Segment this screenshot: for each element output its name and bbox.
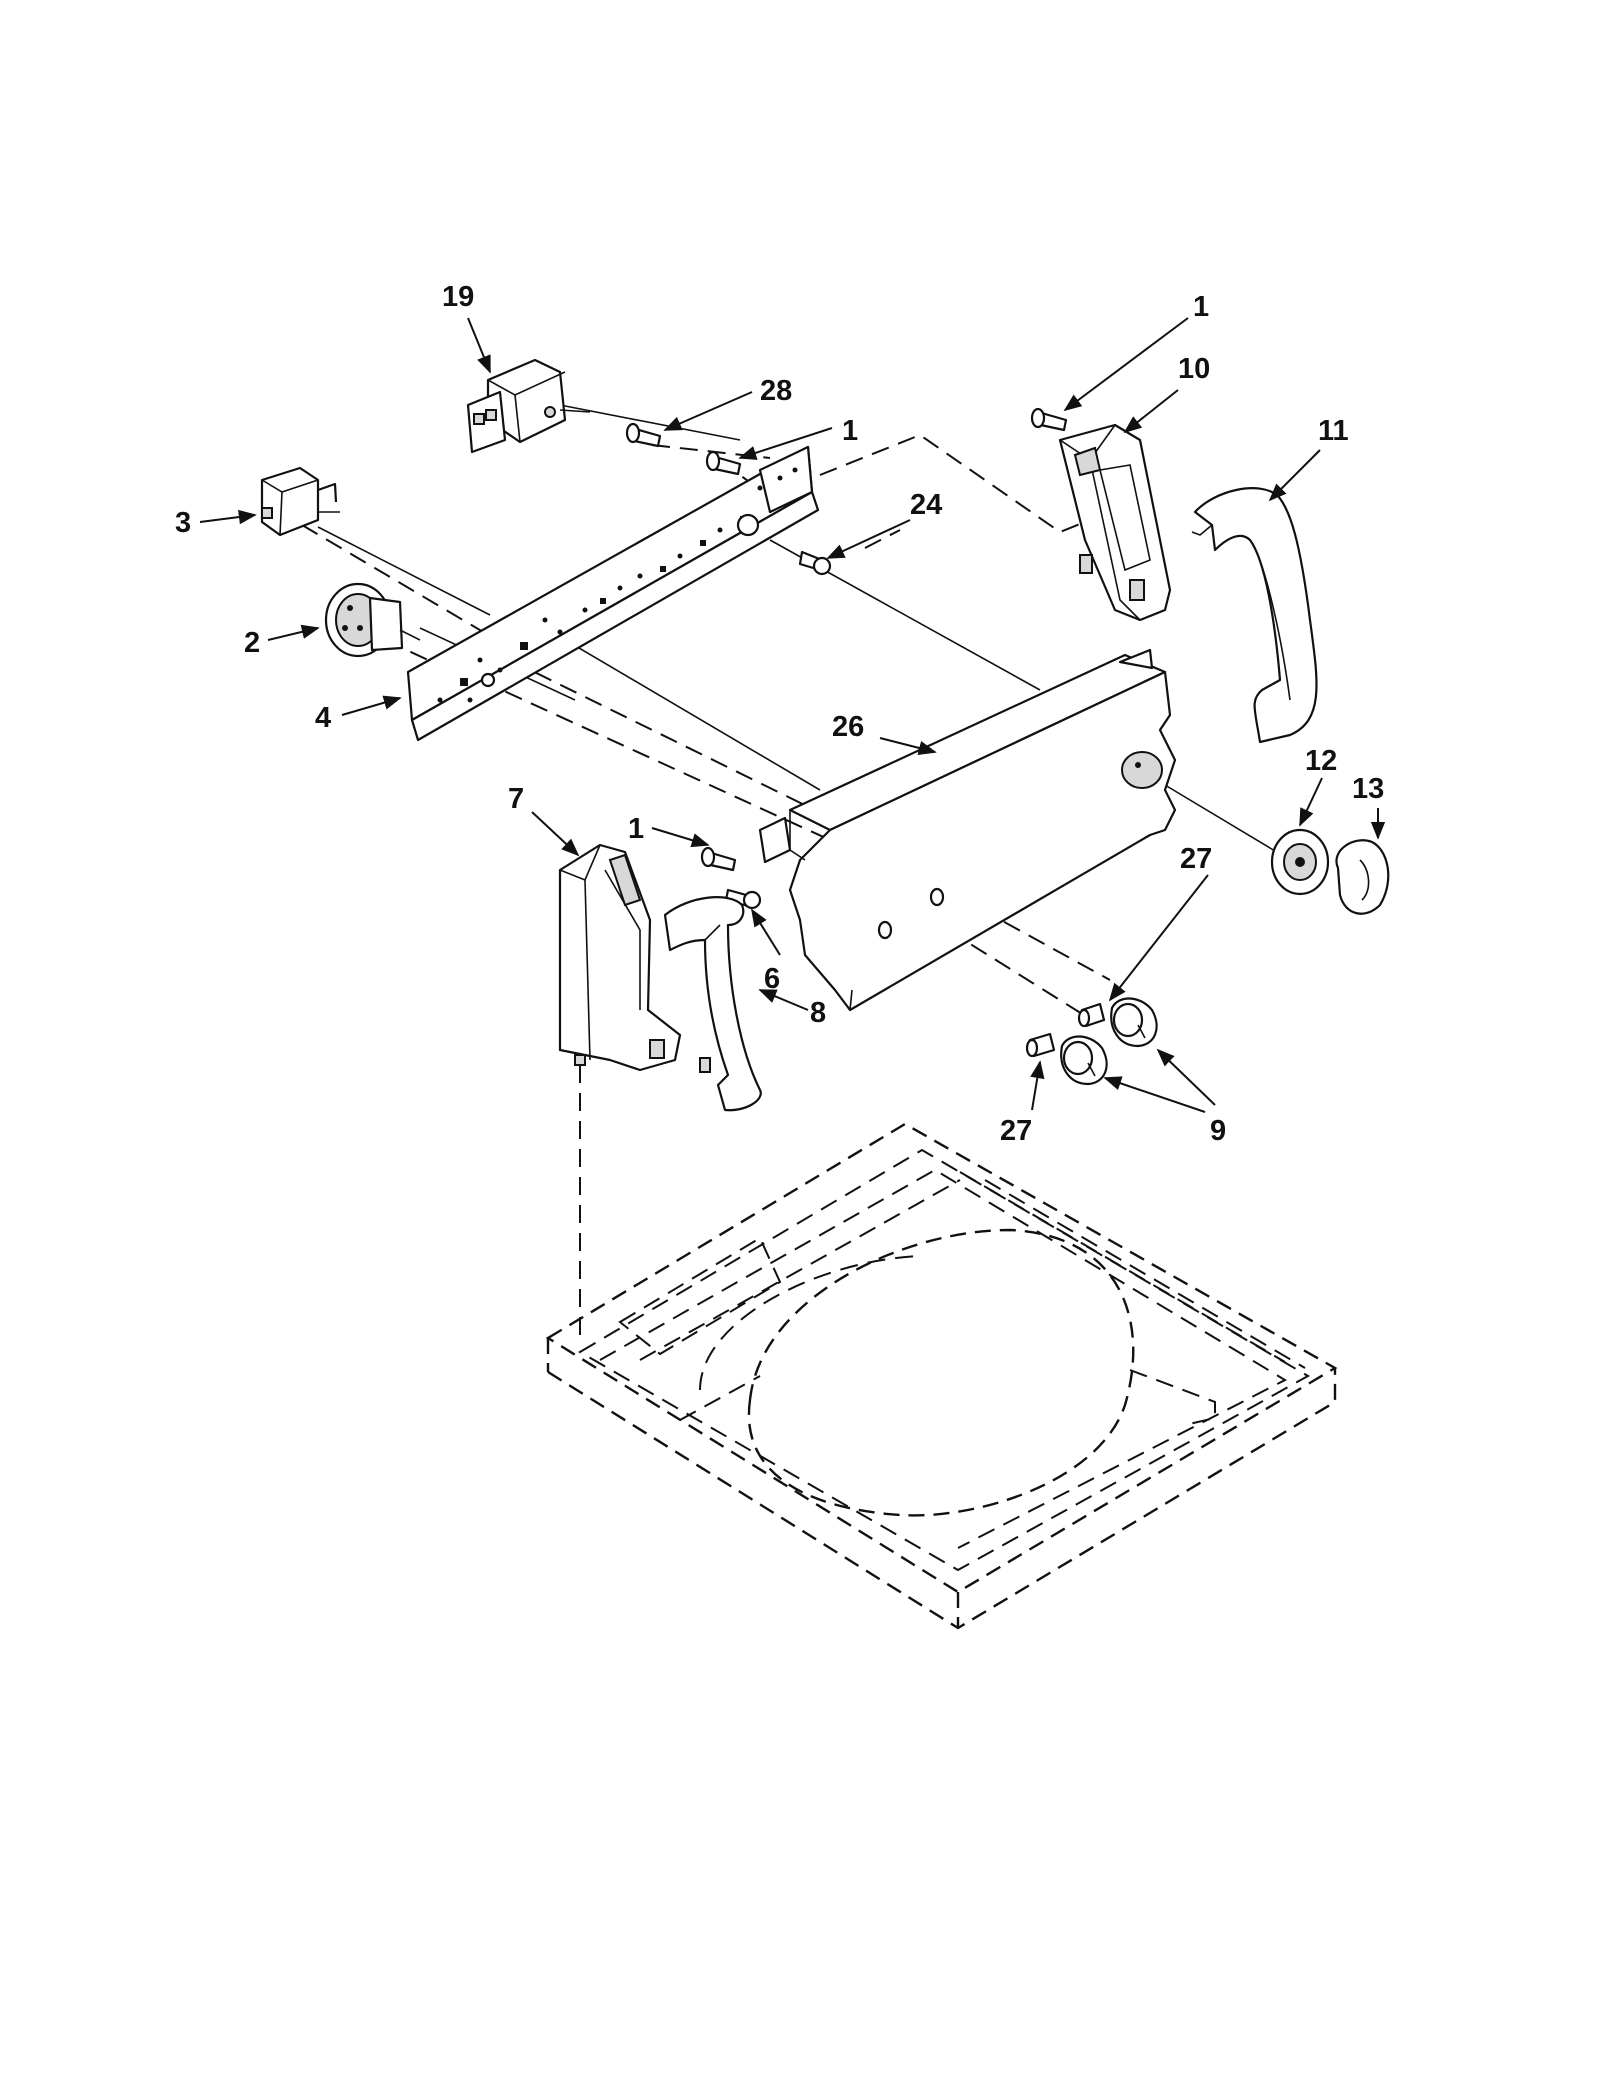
callout-labels: 19 28 1 1 10 11 3 24 2 4 26 12 13 7 1 27…	[175, 281, 1384, 1147]
callout-13: 13	[1352, 773, 1384, 805]
part-12-ring	[1270, 828, 1330, 896]
part-8-end-cap	[663, 896, 762, 1112]
callout-8: 8	[810, 997, 826, 1029]
part-19-switch	[466, 358, 591, 454]
part-10-end-bracket	[1058, 423, 1172, 622]
callout-1-right: 1	[1193, 291, 1209, 323]
callout-12: 12	[1305, 745, 1337, 777]
callout-6: 6	[764, 963, 780, 995]
callout-9: 9	[1210, 1115, 1226, 1147]
part-2-selector	[324, 582, 421, 658]
part-4-control-board	[406, 445, 820, 742]
screw-1-lower	[700, 846, 737, 872]
callout-28: 28	[760, 375, 792, 407]
top-cabinet-outline	[545, 1122, 1338, 1630]
callout-19: 19	[442, 281, 474, 313]
part-11-end-cap	[1191, 487, 1318, 744]
screw-1-top	[705, 450, 742, 476]
part-9-knob-upper	[1110, 997, 1158, 1048]
part-3-switch	[260, 466, 340, 537]
callout-1-top: 1	[842, 415, 858, 447]
screw-1-right	[1030, 407, 1068, 432]
part-27-lower	[1025, 1032, 1056, 1058]
screw-6	[724, 888, 762, 910]
part-13-knob	[1335, 839, 1390, 915]
part-27-upper	[1077, 1002, 1106, 1028]
callout-10: 10	[1178, 353, 1210, 385]
callout-7: 7	[508, 783, 524, 815]
callout-24: 24	[910, 489, 942, 521]
part-26-console	[758, 648, 1177, 1012]
callout-3: 3	[175, 507, 191, 539]
callout-2: 2	[244, 627, 260, 659]
callout-4: 4	[315, 702, 331, 734]
callout-27-lower: 27	[1000, 1115, 1032, 1147]
part-9-knob-lower	[1060, 1035, 1108, 1086]
callout-1-lower: 1	[628, 813, 644, 845]
screw-28	[625, 422, 662, 448]
callout-26: 26	[832, 711, 864, 743]
callout-11: 11	[1318, 415, 1349, 447]
leader-arrows	[199, 317, 1386, 1113]
part-7-end-bracket	[558, 843, 682, 1072]
screw-24	[798, 550, 832, 576]
callout-27-upper: 27	[1180, 843, 1212, 875]
